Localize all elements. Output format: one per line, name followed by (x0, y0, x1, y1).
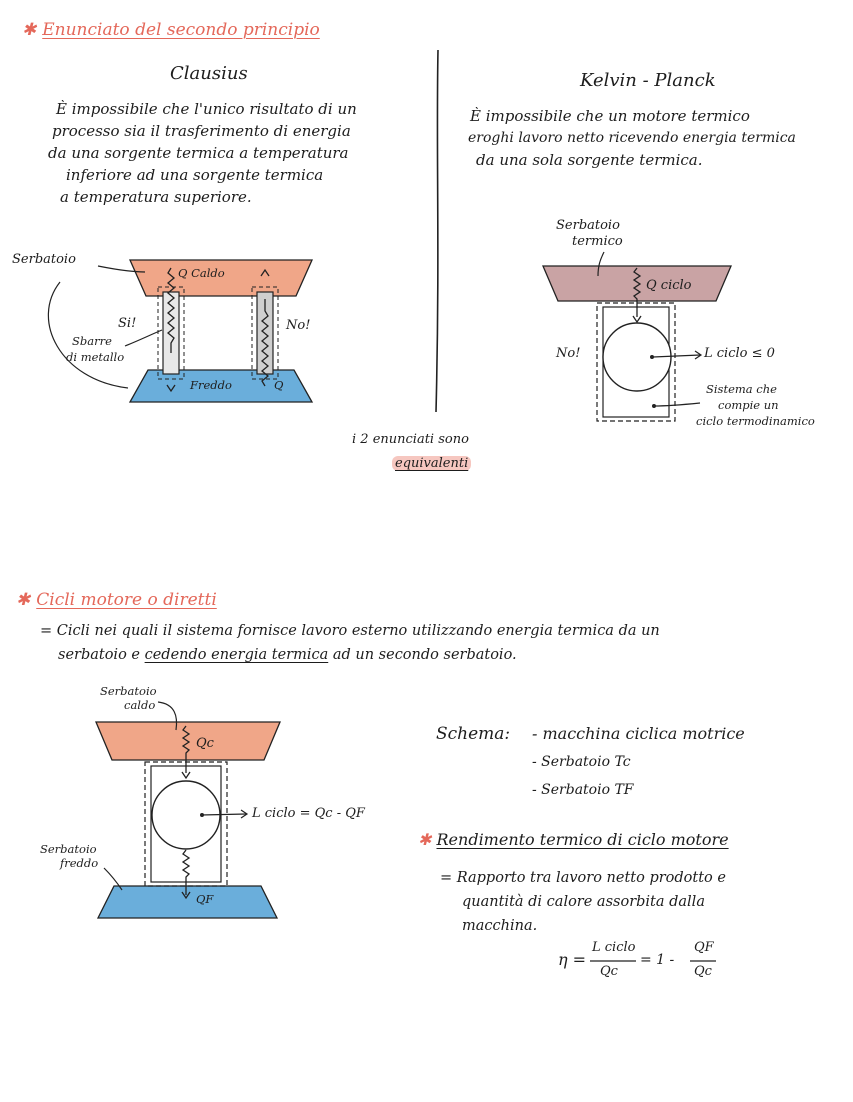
label-q-ciclo: Q ciclo (646, 278, 692, 293)
formula-den1: Qc (600, 964, 618, 979)
formula-num1: L ciclo (592, 940, 636, 955)
clausius-statement: È impossibile che l'unico risultato di u… (48, 100, 357, 206)
heat-flow-qf (181, 849, 191, 895)
kelvin-title: Kelvin - Planck (580, 70, 716, 91)
schema-label: Schema: (436, 724, 511, 744)
label-sistema-3: ciclo termodinamico (696, 414, 815, 428)
label-no-kelvin: No! (556, 346, 581, 361)
formula-eta: η = (558, 950, 587, 969)
thermal-reservoir (542, 265, 732, 302)
heat-flow-left (166, 267, 176, 353)
label-sistema-2: compie un (718, 398, 779, 412)
metal-rod-left (162, 291, 180, 375)
label-no-clausius: No! (286, 318, 311, 333)
label-sbarre: Sbarre (72, 334, 112, 348)
section1-title: Enunciato del secondo principio (42, 20, 320, 40)
label-q-caldo: Q Caldo (178, 266, 225, 280)
label-serbatoio: Serbatoio (12, 252, 76, 267)
asterisk-icon: ✱ (16, 590, 31, 610)
label-sistema-1: Sistema che (706, 382, 777, 396)
heat-flow-qciclo (632, 267, 642, 317)
label-di-metallo: di metallo (66, 350, 125, 364)
label-si: Si! (118, 316, 137, 331)
clausius-diagram (47, 259, 314, 403)
clausius-title: Clausius (170, 63, 248, 84)
label-serbatoio-freddo-2: freddo (60, 856, 99, 870)
label-serbatoio-caldo-1: Serbatoio (100, 684, 157, 698)
section2-heading: ✱Cicli motore o diretti (16, 590, 217, 610)
rendimento-definition: = Rapporto tra lavoro netto prodotto e q… (440, 870, 726, 934)
definition-line1: = Cicli nei quali il sistema fornisce la… (40, 623, 660, 639)
equivalence-highlight: equivalenti (392, 456, 472, 471)
engine-diagram (95, 701, 281, 919)
schema-item-3: - Serbatoio TF (532, 782, 634, 798)
label-serbatoio-freddo-1: Serbatoio (40, 842, 97, 856)
label-l-ciclo: L ciclo ≤ 0 (704, 346, 775, 361)
formula-num2: QF (694, 940, 714, 955)
equivalence-note: i 2 enunciati sono (352, 432, 469, 447)
definition-line2: serbatoio e cedendo energia termica ad u… (58, 647, 517, 663)
heat-flow-right (260, 299, 270, 387)
kelvin-statement: È impossibile che un motore termico erog… (468, 107, 796, 169)
label-serbatoio-caldo-2: caldo (124, 698, 156, 712)
schema-item-1: - macchina ciclica motrice (532, 724, 745, 743)
label-qc: Qc (196, 736, 214, 751)
asterisk-icon: ✱ (22, 20, 37, 40)
asterisk-icon: ✱ (418, 830, 432, 849)
section2-title: Cicli motore o diretti (36, 590, 217, 610)
schema-item-2: - Serbatoio Tc (532, 754, 631, 770)
label-qf: QF (196, 892, 214, 906)
rendimento-heading: ✱ Rendimento termico di ciclo motore (418, 830, 729, 849)
section1-heading: ✱Enunciato del secondo principio (22, 20, 320, 40)
label-serbatoio-termico-2: termico (572, 234, 623, 249)
definition-underlined: cedendo energia termica (144, 647, 329, 663)
column-divider (435, 49, 439, 413)
label-serbatoio-termico-1: Serbatoio (556, 218, 620, 233)
kelvin-diagram (542, 251, 732, 422)
label-freddo: Freddo (190, 378, 232, 392)
label-q: Q (274, 378, 284, 392)
rendimento-title: Rendimento termico di ciclo motore (436, 830, 729, 849)
heat-flow-qc (181, 725, 191, 773)
label-l-ciclo-motore: L ciclo = Qc - QF (252, 806, 365, 821)
formula-mid: = 1 - (640, 952, 675, 968)
cold-reservoir-2 (96, 885, 279, 919)
formula-den2: Qc (694, 964, 712, 979)
